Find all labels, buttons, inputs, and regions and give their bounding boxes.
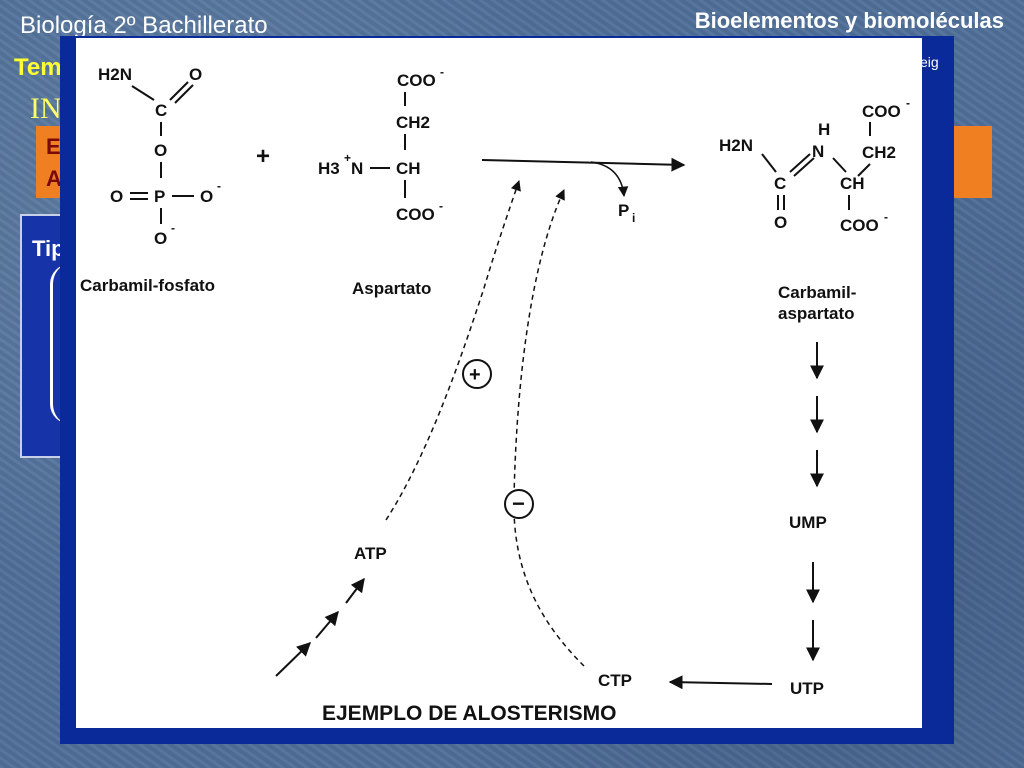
ca-o: O: [774, 213, 787, 232]
carbamil-fosfato-structure: H2N O C O O P O - O - Carbamil-fosfato: [80, 65, 221, 295]
pi-subscript: i: [632, 211, 635, 225]
pi-release-arrow: [590, 161, 629, 198]
ctp-feedback-path: [513, 189, 585, 667]
cf-h2n: H2N: [98, 65, 132, 84]
ca-h2n: H2N: [719, 136, 753, 155]
allosterism-figure: H2N O C O O P O - O - Carbamil-fosfato +…: [76, 38, 922, 728]
svg-text:-: -: [171, 221, 175, 235]
cf-o-top: O: [189, 65, 202, 84]
asp-coo-bottom: COO: [396, 205, 435, 224]
asp-ch2: CH2: [396, 113, 430, 132]
svg-text:-: -: [906, 96, 910, 110]
svg-text:-: -: [439, 199, 443, 213]
ca-h: H: [818, 120, 830, 139]
orange-box-line-2: A: [46, 166, 62, 191]
ump-label: UMP: [789, 513, 827, 532]
course-title: Biología 2º Bachillerato: [20, 12, 268, 39]
atp-input-arrow-3: [345, 577, 365, 604]
ca-n: N: [812, 142, 824, 161]
reaction-diagram: H2N O C O O P O - O - Carbamil-fosfato +…: [80, 65, 910, 725]
main-reaction-arrow: [481, 157, 686, 172]
inhibitor-symbol: −: [512, 491, 525, 516]
ca-ch2: CH2: [862, 143, 896, 162]
svg-text:-: -: [440, 65, 444, 79]
ca-ch: CH: [840, 174, 865, 193]
eig-text: eig: [920, 54, 939, 70]
inhibitor-circle: [504, 489, 534, 519]
cf-o-right: O: [200, 187, 213, 206]
cf-o-left: O: [110, 187, 123, 206]
utp-to-ctp-arrow: [668, 675, 773, 690]
orange-box-line-1: E: [46, 134, 61, 159]
activator-symbol: +: [469, 364, 481, 386]
carbamil-aspartato-structure: COO - H H2N N CH2 C CH O COO - Carbamil-…: [719, 96, 910, 323]
aspartato-structure: COO - CH2 H3 + N CH COO - Aspartato: [318, 65, 444, 298]
aspartato-label: Aspartato: [352, 279, 431, 298]
blue-box-label: Tip: [32, 236, 65, 261]
atp-input-arrow-2: [315, 610, 339, 639]
ctp-label: CTP: [598, 671, 632, 690]
utp-label: UTP: [790, 679, 824, 698]
reaction-plus: +: [256, 143, 270, 170]
section-heading: IN: [30, 92, 62, 125]
tema-heading: Tem: [14, 54, 62, 81]
svg-text:+: +: [344, 151, 351, 165]
cf-p: P: [154, 187, 165, 206]
carbamil-aspartato-label-1: Carbamil-: [778, 283, 856, 302]
atp-label: ATP: [354, 544, 387, 563]
cf-o-bottom: O: [154, 229, 167, 248]
ca-coo-bottom: COO: [840, 216, 879, 235]
ca-c: C: [774, 174, 786, 193]
atp-input-arrow-1: [275, 642, 312, 677]
ca-coo-top: COO: [862, 102, 901, 121]
asp-coo-top: COO: [397, 71, 436, 90]
cf-c: C: [155, 101, 167, 120]
svg-text:-: -: [884, 210, 888, 224]
asp-h3: H3: [318, 159, 340, 178]
cf-o-mid: O: [154, 141, 167, 160]
atp-activation-path: [385, 180, 521, 521]
topic-title: Bioelementos y biomoléculas: [694, 8, 1004, 33]
svg-text:-: -: [217, 179, 221, 193]
asp-n: N: [351, 159, 363, 178]
figure-caption: EJEMPLO DE ALOSTERISMO: [322, 702, 616, 725]
brace-shape: [50, 264, 83, 424]
pi-label: P: [618, 201, 629, 220]
asp-ch: CH: [396, 159, 421, 178]
activator-circle: [462, 359, 492, 389]
carbamil-fosfato-label: Carbamil-fosfato: [80, 276, 215, 295]
carbamil-aspartato-label-2: aspartato: [778, 304, 855, 323]
